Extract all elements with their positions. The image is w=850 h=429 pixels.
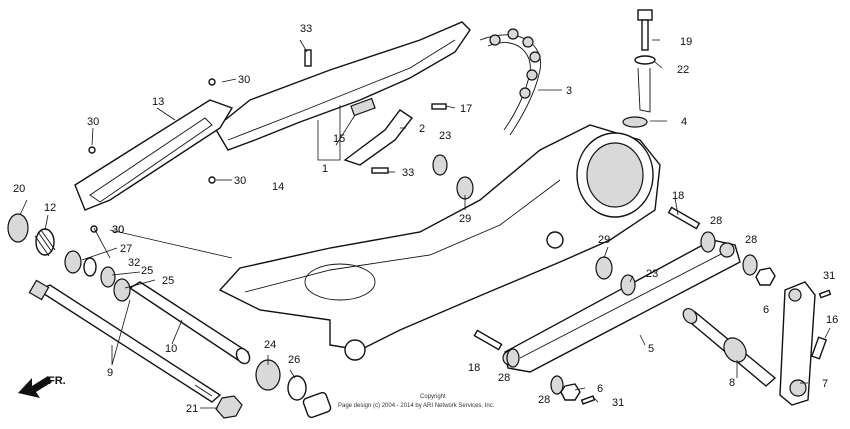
callout-label: 15	[333, 133, 345, 145]
chain-case	[214, 21, 471, 151]
callout-label: 13	[152, 96, 164, 108]
callout-label: 30	[234, 175, 246, 187]
callout-label: 17	[460, 103, 472, 115]
shock-arm	[779, 281, 816, 406]
callout-label: 28	[538, 394, 550, 406]
callout-label: 5	[648, 343, 654, 355]
callout-label: 29	[598, 234, 610, 246]
callout-label: 6	[597, 383, 603, 395]
callout-label: 19	[680, 36, 692, 48]
callout-label: 30	[238, 74, 250, 86]
callout-label: 25	[162, 275, 174, 287]
callout-label: 18	[468, 362, 480, 374]
callout-label: 33	[402, 167, 414, 179]
callout-label: 22	[677, 64, 689, 76]
callout-label: 32	[128, 257, 140, 269]
callout-label: 14	[272, 181, 284, 193]
small-parts	[7, 9, 832, 419]
callout-label: 21	[186, 403, 198, 415]
callout-label: 1	[322, 163, 328, 175]
callout-label: 27	[120, 243, 132, 255]
front-label: FR.	[48, 375, 66, 387]
callout-label: 8	[729, 377, 735, 389]
callout-label: 10	[165, 343, 177, 355]
callout-label: 2	[419, 123, 425, 135]
callout-label: 31	[612, 397, 624, 409]
swingarm	[218, 124, 661, 361]
pivot-collar	[128, 281, 251, 365]
drive-chain	[479, 28, 542, 136]
callout-label: 3	[566, 85, 572, 97]
callout-label: 30	[112, 224, 124, 236]
callout-label: 28	[498, 372, 510, 384]
callout-label: 25	[141, 265, 153, 277]
front-arrow: FR.	[18, 375, 66, 398]
callout-label: 31	[823, 270, 835, 282]
callout-label: 23	[439, 130, 451, 142]
callout-label: 9	[107, 367, 113, 379]
callout-label: 20	[13, 183, 25, 195]
callout-label: 30	[87, 116, 99, 128]
leader-lines	[19, 39, 831, 409]
callout-label: 29	[459, 213, 471, 225]
callout-label: 4	[681, 116, 687, 128]
callout-label: 24	[264, 339, 276, 351]
pivot-bolt	[28, 279, 222, 403]
copyright-line1: Copyright	[420, 394, 446, 400]
copyright: Copyright Page design (c) 2004 - 2014 by…	[338, 394, 495, 409]
callout-label: 18	[672, 190, 684, 202]
callout-label: 16	[826, 314, 838, 326]
callout-label: 30	[112, 224, 124, 236]
chain-slider	[74, 99, 234, 211]
callout-label: 28	[745, 234, 757, 246]
callout-label: 6	[763, 304, 769, 316]
callout-label: 12	[44, 202, 56, 214]
callout-label: 23	[646, 268, 658, 280]
callout-labels: 33 19 22 3 30 17 2 4 13 30 15 23 1 33 30…	[13, 23, 838, 415]
callout-label: 7	[822, 378, 828, 390]
callout-label: 28	[710, 215, 722, 227]
link-shaft	[682, 307, 777, 387]
callout-label: 26	[288, 354, 300, 366]
callout-label: 33	[300, 23, 312, 35]
copyright-line2: Page design (c) 2004 - 2014 by ARI Netwo…	[338, 403, 495, 409]
